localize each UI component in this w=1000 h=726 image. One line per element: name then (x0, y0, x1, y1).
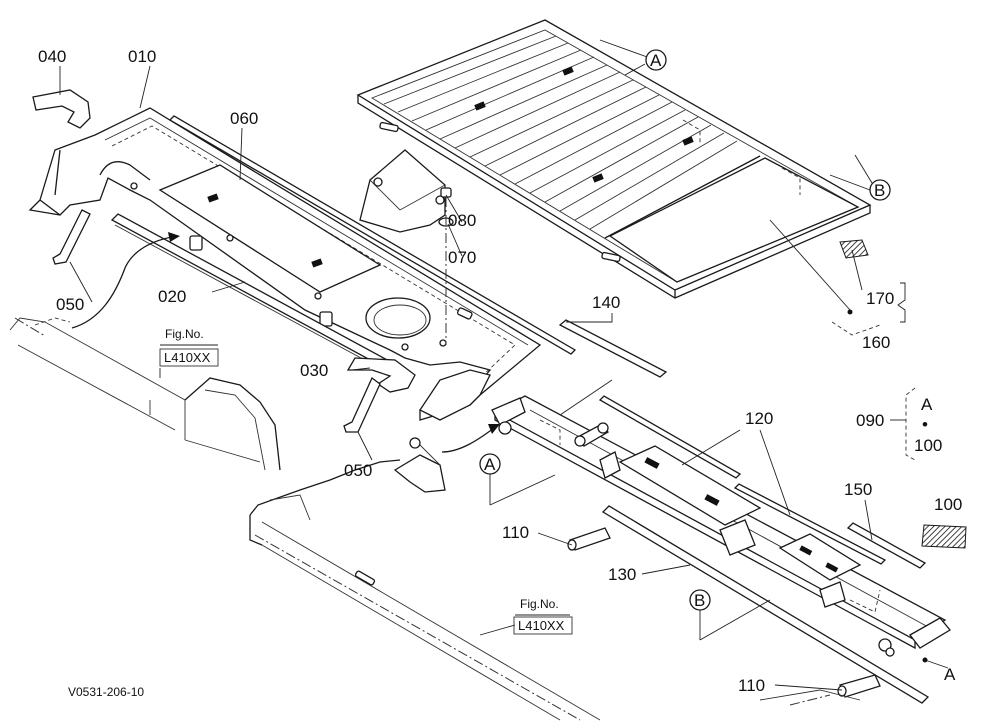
callout-b-right: B (874, 181, 885, 200)
label-160: 160 (862, 333, 890, 352)
part-labels: 040 010 060 080 070 020 050 030 050 140 … (38, 47, 962, 695)
pad-170 (839, 239, 869, 259)
label-090: 090 (856, 411, 884, 430)
fig-ref-code-2: L410XX (518, 618, 565, 633)
bottom-frame (249, 437, 601, 721)
drawing-code: V0531-206-10 (68, 685, 144, 699)
console-panel-010 (28, 107, 542, 421)
pad-100 (921, 524, 967, 549)
strip-140 (558, 319, 668, 378)
rail-130 (601, 505, 930, 704)
label-130: 130 (608, 565, 636, 584)
callout-a-point: A (944, 665, 956, 684)
pin-110-upper (567, 527, 611, 551)
bolt-080 (438, 187, 454, 345)
left-frame (9, 317, 281, 471)
label-110-lower: 110 (738, 676, 765, 695)
label-150: 150 (844, 480, 872, 499)
strip-060 (168, 115, 577, 355)
cover-flap (359, 149, 446, 233)
label-110-upper: 110 (502, 523, 529, 542)
fig-ref-code-1: L410XX (164, 350, 211, 365)
label-140: 140 (592, 293, 620, 312)
label-050-center: 050 (344, 461, 372, 480)
callout-a-mid: A (484, 455, 496, 474)
group-090-bottom: 100 (914, 436, 942, 455)
label-060: 060 (230, 109, 258, 128)
fig-ref-title-2: Fig.No. (520, 597, 559, 611)
bracket-040 (32, 89, 91, 129)
label-080: 080 (448, 211, 476, 230)
label-040: 040 (38, 47, 66, 66)
label-100-pad: 100 (934, 495, 962, 514)
label-020: 020 (158, 287, 186, 306)
fig-ref-title-1: Fig.No. (165, 327, 204, 341)
callouts: A B A B A (479, 49, 956, 684)
label-120: 120 (745, 409, 773, 428)
strip-120 (598, 395, 887, 565)
label-030: 030 (300, 361, 328, 380)
bracket-030 (346, 357, 416, 393)
group-090: A • 100 (914, 395, 942, 455)
strip-050-left (52, 209, 91, 265)
callout-b-bottom: B (694, 591, 705, 610)
leader-lines (59, 39, 949, 691)
callout-a-top: A (650, 51, 662, 70)
group-090-dot: • (922, 415, 928, 434)
pin-110-lower (759, 674, 881, 706)
strip-050-center (343, 376, 381, 433)
fig-reference-lower: Fig.No. L410XX (513, 597, 573, 635)
label-170: 170 (866, 289, 894, 308)
group-090-top: A (921, 395, 933, 414)
slatted-floor-panel (356, 19, 872, 299)
right-support-frame (491, 395, 951, 657)
fig-reference-upper: Fig.No. L410XX (159, 327, 219, 367)
label-070: 070 (448, 248, 476, 267)
strip-150 (846, 522, 927, 569)
label-010: 010 (128, 47, 156, 66)
label-050-left: 050 (56, 295, 84, 314)
